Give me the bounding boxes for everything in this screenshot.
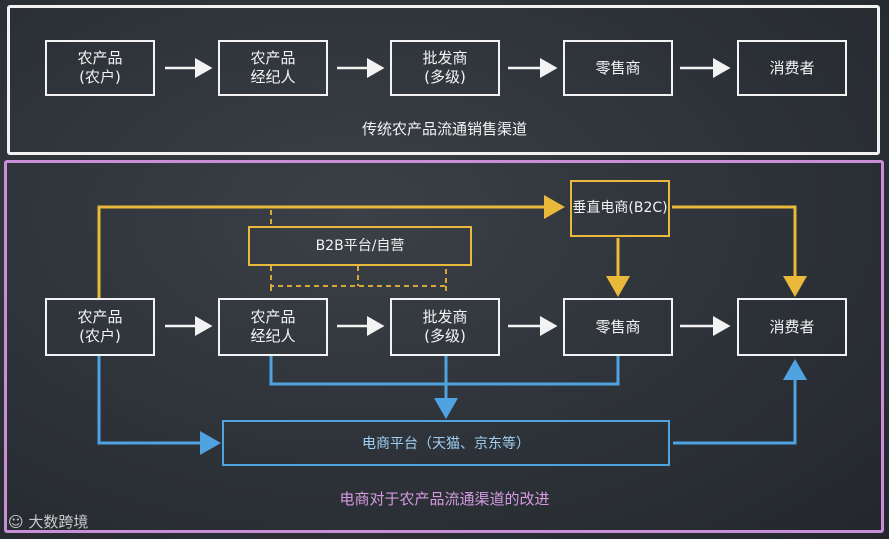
node-retailer-bottom: 零售商 [563, 298, 673, 356]
node-broker-top: 农产品经纪人 [218, 40, 328, 96]
traditional-channel-frame [7, 5, 880, 155]
node-wholesaler-top: 批发商(多级) [390, 40, 500, 96]
node-consumer-bottom: 消费者 [737, 298, 847, 356]
platform-routes [97, 356, 807, 455]
node-consumer-top: 消费者 [737, 40, 847, 96]
node-wholesaler-bottom: 批发商(多级) [390, 298, 500, 356]
node-vertical-ecommerce: 垂直电商(B2C) [570, 180, 670, 237]
ecommerce-caption: 电商对于农产品流通渠道的改进 [339, 490, 550, 508]
traditional-caption: 传统农产品流通销售渠道 [361, 120, 527, 138]
node-ecommerce-platform: 电商平台（天猫、京东等） [222, 420, 670, 466]
vertical-ecommerce-routes [97, 195, 807, 298]
node-farmer-top: 农产品(农户) [45, 40, 155, 96]
node-b2b-platform: B2B平台/自营 [248, 226, 472, 266]
watermark-logo-icon: ☺ [8, 513, 29, 531]
watermark: ☺ 大数跨境 [8, 513, 89, 531]
node-retailer-top: 零售商 [563, 40, 673, 96]
node-broker-bottom: 农产品经纪人 [218, 298, 328, 356]
node-farmer-bottom: 农产品(农户) [45, 298, 155, 356]
b2b-dashed-routes [270, 210, 447, 294]
ecommerce-channel-frame [4, 160, 884, 533]
